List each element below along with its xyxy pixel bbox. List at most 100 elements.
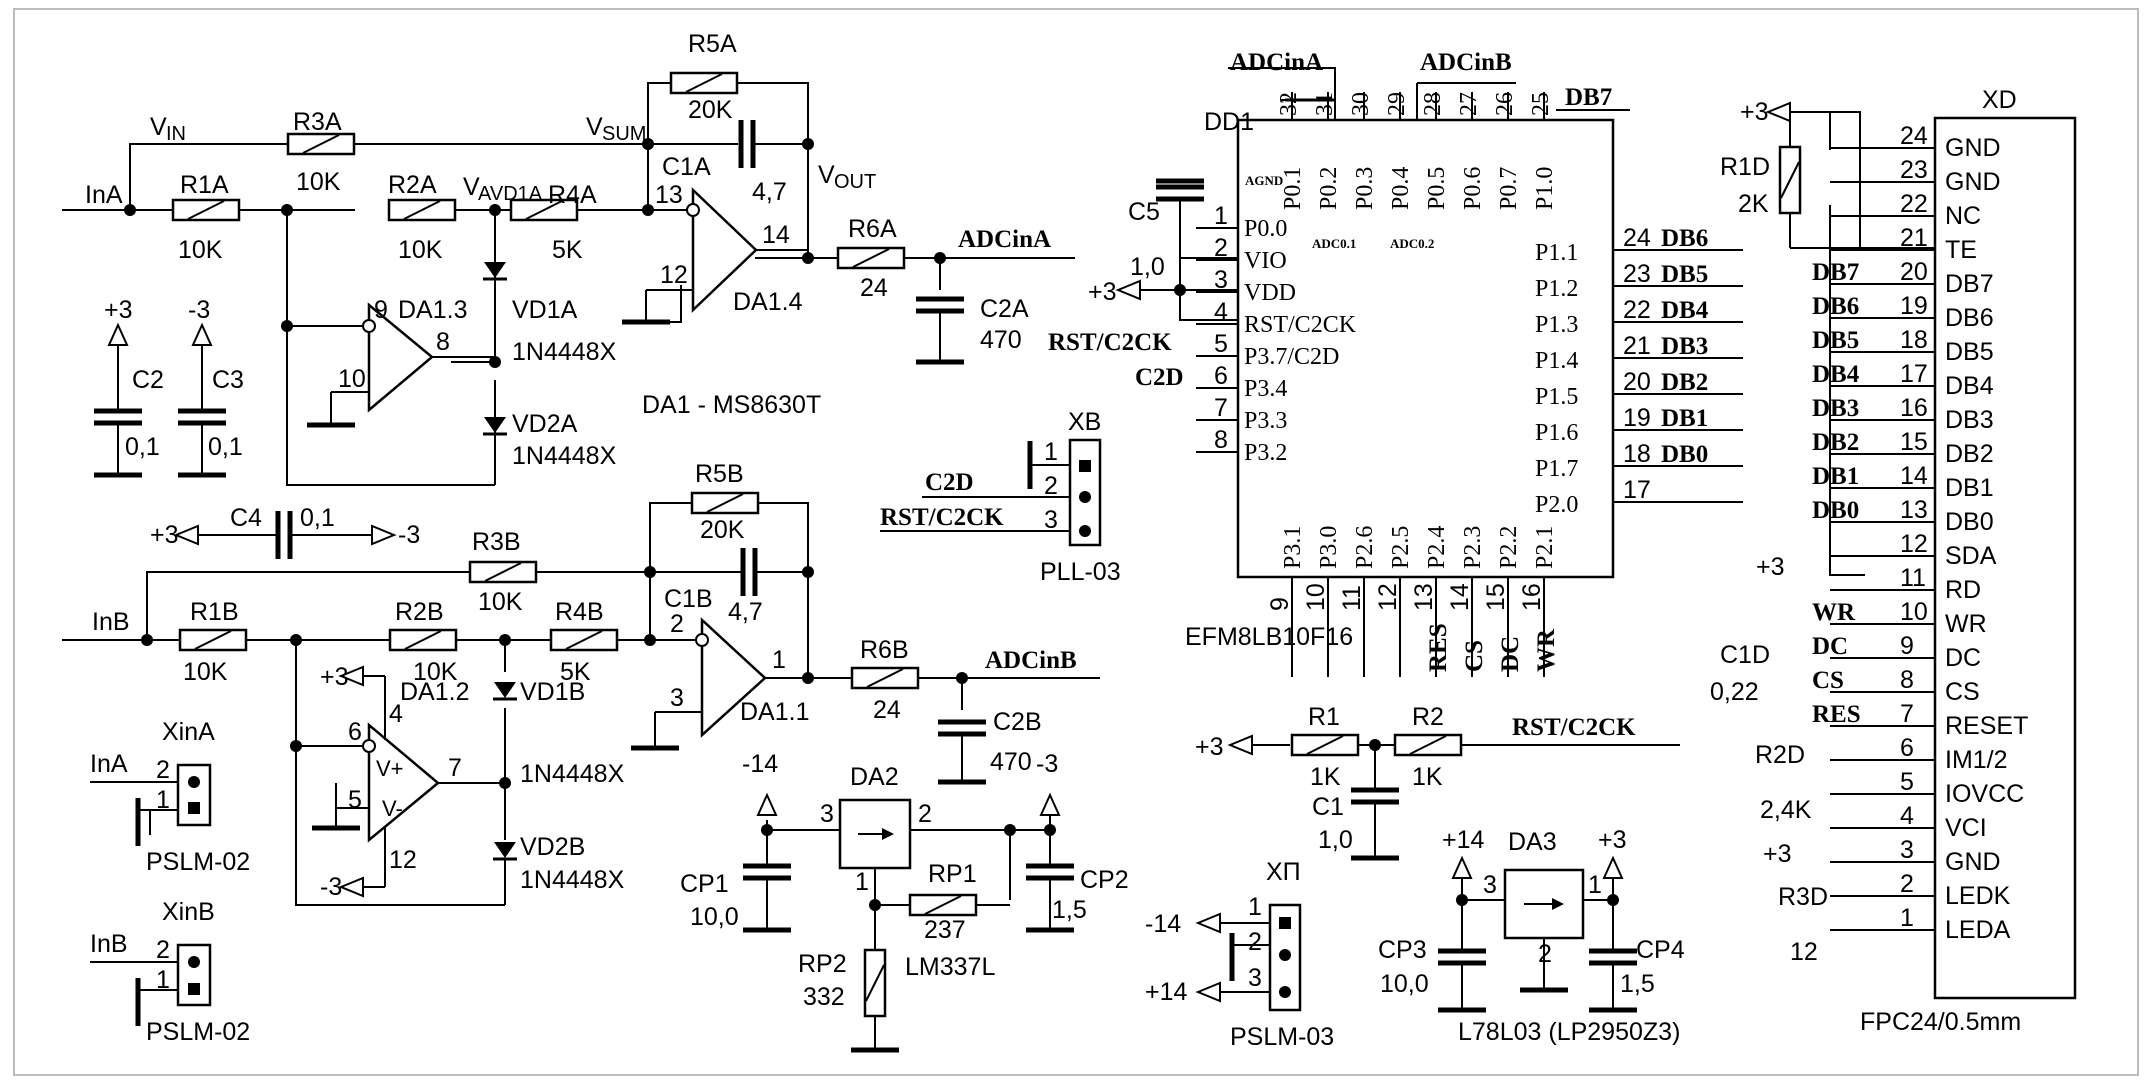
capacitor-c1a: [741, 120, 753, 168]
svg-text:R1A: R1A: [180, 171, 229, 199]
drawing-frame: [13, 8, 2139, 1076]
mcu-top-pin-number: 30: [1348, 92, 1374, 116]
svg-text:R4A: R4A: [548, 181, 597, 209]
svg-text:PLL-03: PLL-03: [1040, 558, 1121, 586]
resistor-r3b: [468, 560, 538, 584]
svg-text:R2: R2: [1412, 703, 1444, 731]
mcu-left-pin-label: P0.0: [1244, 216, 1287, 242]
svg-text:C4: C4: [230, 504, 262, 532]
diode-vd1b: [491, 680, 519, 701]
svg-text:C2B: C2B: [993, 708, 1042, 736]
xd-pin-number: 12: [1900, 530, 1928, 558]
xd-pin-number: 19: [1900, 292, 1928, 320]
mcu-right-pin-number: 21: [1623, 332, 1651, 360]
svg-text:5K: 5K: [552, 236, 583, 264]
mcu-bottom-pin-number: 13: [1410, 583, 1438, 611]
svg-text:-14: -14: [742, 750, 778, 778]
svg-text:4,7: 4,7: [728, 598, 763, 626]
mcu-bottom-net-label: WR: [1533, 628, 1560, 672]
net-ina-label: InA: [85, 181, 123, 209]
xd-pin-number: 2: [1900, 870, 1914, 898]
opamp-da1-3: [367, 302, 434, 413]
mcu-right-pin-number: 17: [1623, 476, 1651, 504]
xd-pin-number: 9: [1900, 632, 1914, 660]
svg-text:OUT: OUT: [834, 171, 876, 193]
svg-text:13: 13: [655, 181, 683, 209]
svg-text:3: 3: [1248, 964, 1262, 992]
svg-text:+3: +3: [1195, 733, 1224, 761]
mcu-right-net-label: DB6: [1661, 225, 1708, 252]
svg-text:RP1: RP1: [928, 860, 977, 888]
xd-pin-number: 20: [1900, 258, 1928, 286]
svg-text:24: 24: [860, 274, 888, 302]
mcu-bottom-pin-number: 16: [1518, 583, 1546, 611]
svg-text:C2: C2: [132, 366, 164, 394]
mcu-left-pin-number: 3: [1214, 266, 1228, 294]
svg-text:+3: +3: [1763, 840, 1792, 868]
mcu-left-pin-number: 4: [1214, 298, 1228, 326]
xd-pin-name: SDA: [1945, 542, 1997, 570]
svg-text:14: 14: [762, 221, 790, 249]
svg-text:7: 7: [448, 754, 462, 782]
svg-text:1: 1: [1588, 871, 1602, 899]
connector-xinb: XinB InB 21 PSLM-02: [90, 898, 250, 1046]
svg-text:VD1A: VD1A: [512, 296, 578, 324]
svg-text:5K: 5K: [560, 658, 591, 686]
mcu-body: [1236, 118, 1615, 579]
svg-text:0,22: 0,22: [1710, 678, 1759, 706]
mcu-right-net-label: DB1: [1661, 405, 1708, 432]
svg-text:2: 2: [670, 610, 684, 638]
svg-text:1: 1: [156, 966, 170, 994]
svg-text:R5A: R5A: [688, 30, 737, 58]
svg-text:+3: +3: [1598, 826, 1627, 854]
xd-pin-number: 3: [1900, 836, 1914, 864]
svg-text:InB: InB: [90, 930, 128, 958]
xd-pin-number: 8: [1900, 666, 1914, 694]
svg-text:R5B: R5B: [695, 460, 744, 488]
svg-text:ХП: ХП: [1266, 858, 1301, 886]
mcu-bottom-net-label: CS: [1461, 640, 1488, 672]
xd-pin-number: 10: [1900, 598, 1928, 626]
xd-pin-name: DB0: [1945, 508, 1994, 536]
diode-vd2b: [491, 840, 519, 861]
mcu-right-pin-label: P2.0: [1535, 492, 1578, 518]
svg-text:-3: -3: [188, 296, 210, 324]
capacitor-c1b: [743, 548, 755, 596]
mcu-top-pin-number: 31: [1312, 92, 1338, 116]
svg-text:XinB: XinB: [162, 898, 215, 926]
mcu-right-pin-label: P1.4: [1535, 348, 1578, 374]
mcu-left-pin-number: 7: [1214, 394, 1228, 422]
svg-text:R3A: R3A: [293, 108, 342, 136]
mcu-top-pin-number: 25: [1528, 92, 1554, 116]
mcu-left-pin-label: P3.7/C2D: [1244, 344, 1339, 370]
mcu-top-pin-number: 29: [1384, 92, 1410, 116]
mcu-top-pin-number: 27: [1456, 92, 1482, 116]
svg-text:+3: +3: [1756, 553, 1785, 581]
svg-text:DA2: DA2: [850, 763, 899, 791]
xd-pin-name: WR: [1945, 610, 1987, 638]
svg-text:R1B: R1B: [190, 598, 239, 626]
mcu-right-pin-label: P1.3: [1535, 312, 1578, 338]
svg-text:+3: +3: [1088, 278, 1117, 306]
svg-text:DA1.4: DA1.4: [733, 288, 803, 316]
svg-text:V: V: [463, 173, 480, 201]
xd-pin-name: RD: [1945, 576, 1981, 604]
svg-text:+3: +3: [150, 521, 179, 549]
svg-text:-3: -3: [320, 873, 342, 901]
svg-text:10,0: 10,0: [1380, 970, 1429, 998]
svg-text:C5: C5: [1128, 198, 1160, 226]
mcu-top-pin-number: 28: [1420, 92, 1446, 116]
mcu-right-pin-number: 22: [1623, 296, 1651, 324]
mcu-bottom-pin-number: 9: [1266, 597, 1294, 611]
mcu-bottom-pin-label: P2.2: [1496, 526, 1522, 569]
svg-text:+14: +14: [1145, 978, 1188, 1006]
svg-text:CP4: CP4: [1636, 936, 1685, 964]
opamp-da1-2: [367, 722, 440, 843]
mcu-right-pin-label: P1.1: [1535, 240, 1578, 266]
xd-pin-name: NC: [1945, 202, 1981, 230]
xd-net-label: RES: [1812, 701, 1861, 728]
mcu-bottom-pin-number: 10: [1302, 583, 1330, 611]
